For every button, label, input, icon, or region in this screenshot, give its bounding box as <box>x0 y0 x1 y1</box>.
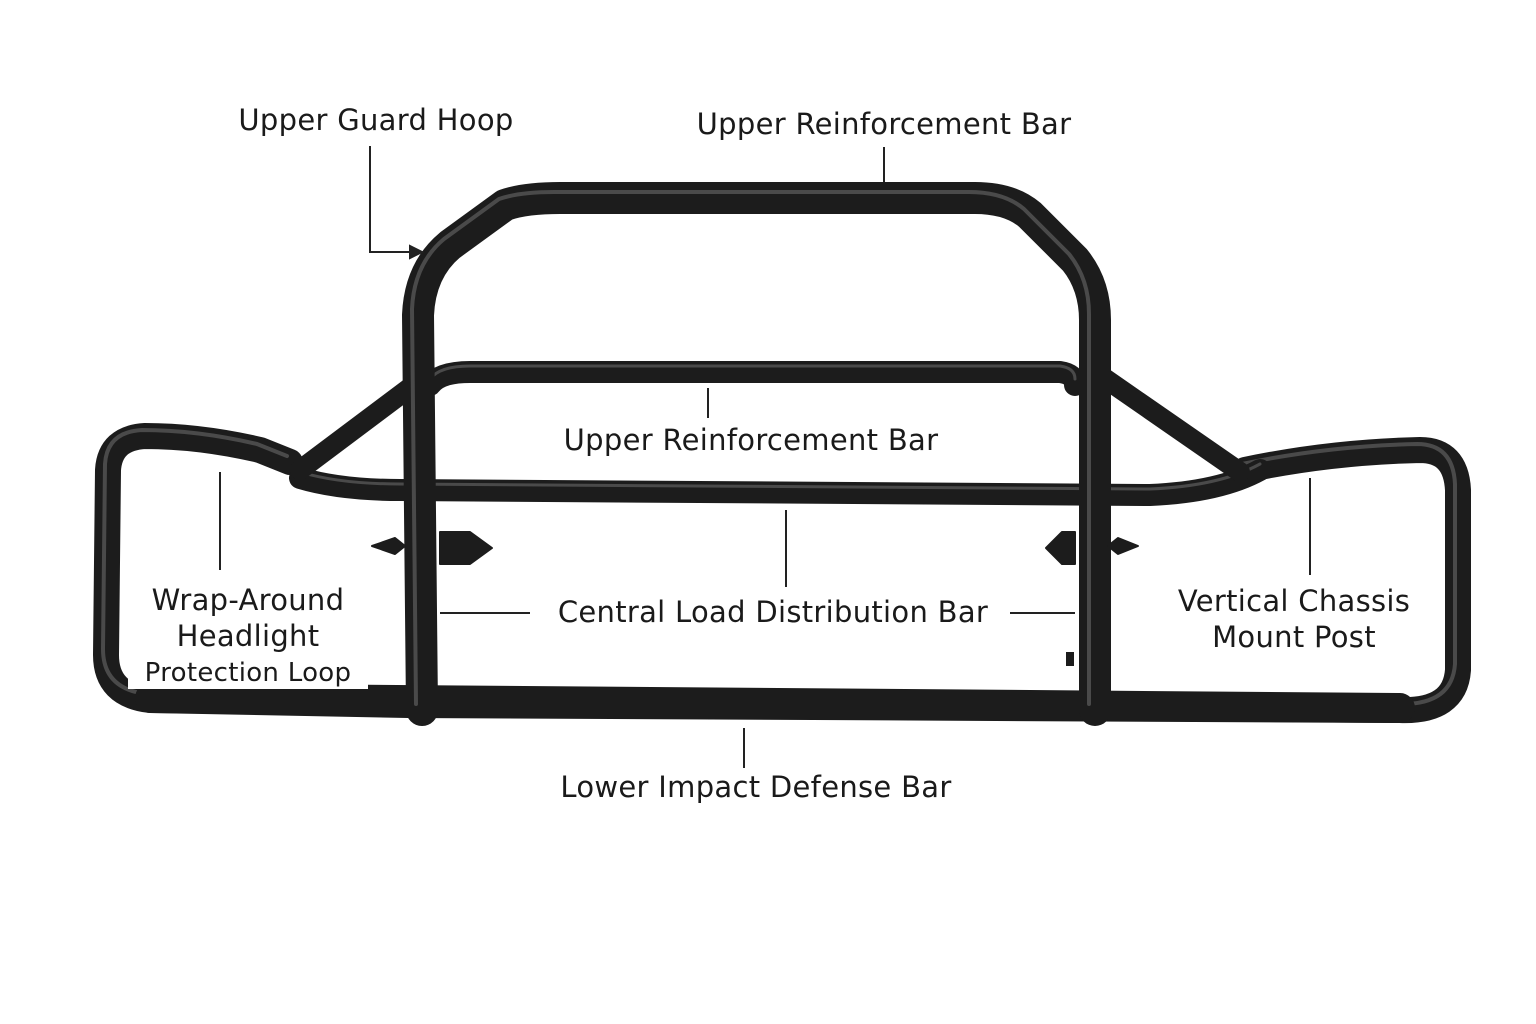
label-wrap-around-line2: Headlight <box>176 619 320 654</box>
label-central-load-distribution-bar: Central Load Distribution Bar <box>536 594 1010 631</box>
label-lower-impact-defense-bar: Lower Impact Defense Bar <box>560 770 952 804</box>
label-wrap-around-headlight-protection-loop: Wrap-Around Headlight Protection Loop <box>128 582 368 689</box>
leader-lines <box>219 146 1311 768</box>
lower-impact-defense-bar-tube <box>135 683 1415 723</box>
right-diagonal-brace-tube <box>1090 365 1250 482</box>
label-wrap-around-line3: Protection Loop <box>128 656 368 689</box>
label-upper-reinforcement-bar-top: Upper Reinforcement Bar <box>696 107 1072 141</box>
left-mount-bracket <box>371 531 493 565</box>
leader-upper-guard-hoop <box>369 146 418 253</box>
label-wrap-around-line1: Wrap-Around <box>151 583 345 617</box>
label-vertical-chassis-line1: Vertical Chassis <box>1177 584 1411 618</box>
label-upper-guard-hoop: Upper Guard Hoop <box>238 103 514 137</box>
upper-guard-hoop-tube <box>402 182 1111 726</box>
left-diagonal-brace-tube <box>290 370 430 480</box>
right-mount-bracket <box>1045 531 1139 565</box>
label-vertical-chassis-mount-post: Vertical Chassis Mount Post <box>1164 583 1424 656</box>
label-vertical-chassis-line2: Mount Post <box>1212 620 1376 655</box>
middle-reinforcement-bar-tube <box>419 361 1086 396</box>
central-load-distribution-bar-tube <box>289 459 1271 506</box>
arrowhead-icon <box>409 244 425 260</box>
label-upper-reinforcement-bar-middle: Upper Reinforcement Bar <box>563 423 939 457</box>
